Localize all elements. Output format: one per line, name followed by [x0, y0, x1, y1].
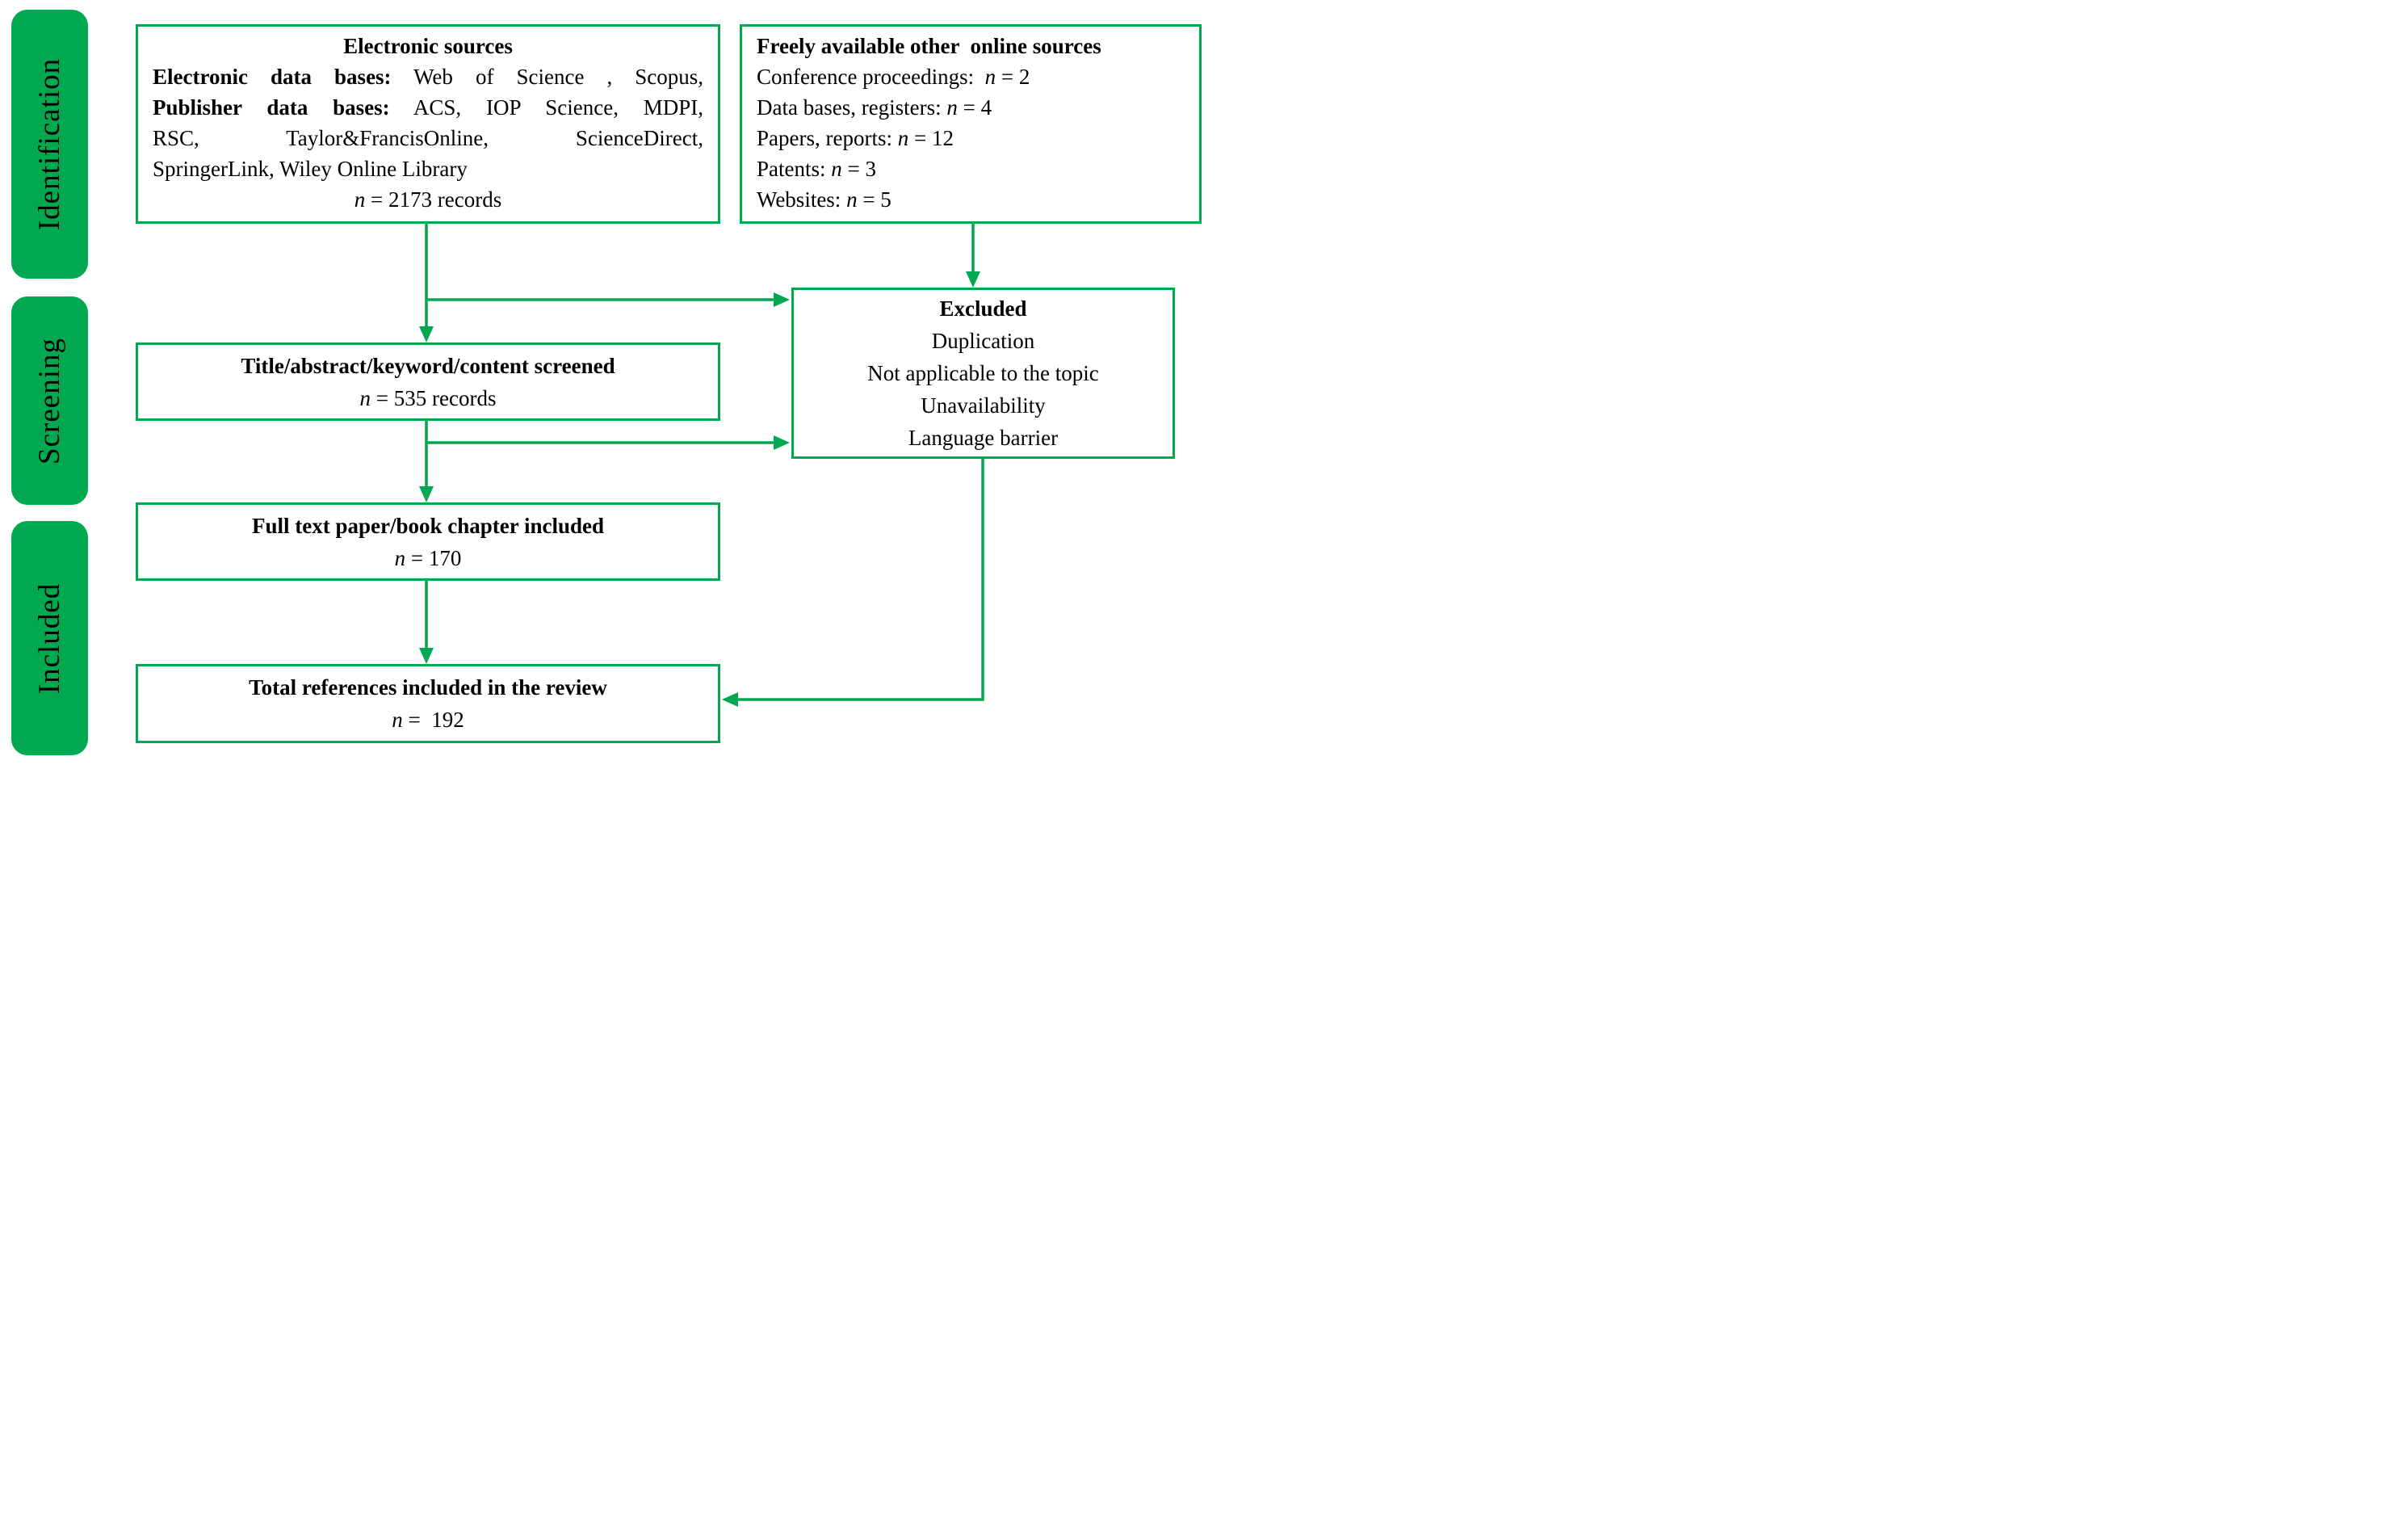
freely-item-databases-label: Data bases, registers:	[757, 95, 947, 120]
fulltext-count-value: = 170	[405, 545, 462, 570]
publisher-databases-label: Publisher data bases:	[153, 95, 390, 120]
freely-item-websites-count: = 5	[857, 187, 891, 212]
n-symbol: n	[354, 187, 366, 212]
prisma-flow-diagram: Identification Screening Included Electr…	[0, 0, 1204, 758]
box-screened: Title/abstract/keyword/content screened …	[136, 342, 720, 421]
freely-available-title: Freely available other online sources	[757, 34, 1101, 58]
freely-item-conference-label: Conference proceedings:	[757, 65, 985, 89]
freely-item-conference: Conference proceedings: n = 2	[757, 61, 1185, 92]
total-title: Total references included in the review	[249, 675, 607, 700]
freely-item-papers: Papers, reports: n = 12	[757, 123, 1185, 153]
stage-included-label: Included	[33, 582, 67, 694]
electronic-databases-list: Web of Science , Scopus,	[391, 65, 703, 89]
publisher-databases-line: Publisher data bases: ACS, IOP Science, …	[153, 92, 703, 123]
electronic-databases-line: Electronic data bases: Web of Science , …	[153, 61, 703, 92]
publisher-databases-line-2: RSC, Taylor&FrancisOnline, ScienceDirect…	[153, 126, 703, 150]
n-symbol: n	[946, 95, 958, 120]
stage-screening-label: Screening	[33, 337, 67, 464]
fulltext-count: n = 170	[138, 542, 718, 574]
freely-item-patents-count: = 3	[841, 157, 876, 181]
freely-item-websites-label: Websites:	[757, 187, 847, 212]
n-symbol: n	[359, 385, 371, 410]
electronic-databases-label: Electronic data bases:	[153, 65, 392, 89]
freely-item-databases: Data bases, registers: n = 4	[757, 92, 1185, 123]
stage-identification-label: Identification	[33, 57, 66, 231]
excluded-reason-duplication: Duplication	[931, 329, 1035, 353]
freely-item-websites: Websites: n = 5	[757, 184, 1185, 215]
screened-title: Title/abstract/keyword/content screened	[241, 353, 615, 378]
stage-included: Included	[11, 521, 88, 755]
freely-item-papers-count: = 12	[908, 126, 954, 150]
arrow-excluded-to-total	[736, 459, 984, 701]
freely-item-patents-label: Patents:	[757, 157, 832, 181]
stage-identification: Identification	[11, 10, 88, 279]
publisher-databases-list-1: ACS, IOP Science, MDPI,	[389, 95, 703, 120]
arrowhead-screening-to-excluded	[774, 435, 790, 450]
freely-item-patents: Patents: n = 3	[757, 153, 1185, 184]
stage-screening: Screening	[11, 296, 88, 505]
electronic-sources-count-value: = 2173 records	[365, 187, 502, 212]
n-symbol: n	[984, 65, 996, 89]
n-symbol: n	[394, 545, 406, 570]
arrowhead-identification-to-excluded	[774, 292, 790, 307]
fulltext-title: Full text paper/book chapter included	[251, 513, 605, 538]
screened-count-value: = 535 records	[371, 385, 497, 410]
screened-count: n = 535 records	[138, 382, 718, 414]
freely-item-papers-label: Papers, reports:	[757, 126, 898, 150]
total-count: n = 192	[138, 704, 718, 736]
arrowhead-excluded-to-total	[722, 692, 738, 707]
box-electronic-sources: Electronic sources Electronic data bases…	[136, 24, 720, 224]
n-symbol: n	[846, 187, 858, 212]
box-freely-available-sources: Freely available other online sources Co…	[740, 24, 1202, 224]
n-symbol: n	[831, 157, 842, 181]
n-symbol: n	[897, 126, 909, 150]
excluded-reason-language: Language barrier	[908, 426, 1059, 450]
publisher-databases-line-3: SpringerLink, Wiley Online Library	[153, 157, 468, 181]
n-symbol: n	[392, 708, 403, 732]
arrowhead-electronic-to-screened	[419, 326, 434, 342]
excluded-reason-not-applicable: Not applicable to the topic	[867, 361, 1099, 385]
box-excluded: Excluded Duplication Not applicable to t…	[791, 288, 1175, 459]
excluded-reason-unavailability: Unavailability	[921, 393, 1046, 418]
arrowhead-fulltext-to-total	[419, 648, 434, 664]
arrowhead-freely-to-excluded	[966, 271, 980, 288]
freely-item-databases-count: = 4	[957, 95, 992, 120]
box-total-references: Total references included in the review …	[136, 664, 720, 743]
total-count-value: = 192	[402, 708, 464, 732]
box-fulltext-included: Full text paper/book chapter included n …	[136, 502, 720, 581]
electronic-sources-count: n = 2173 records	[153, 184, 703, 215]
arrowhead-screened-to-fulltext	[419, 486, 434, 502]
freely-item-conference-count: = 2	[996, 65, 1030, 89]
excluded-title: Excluded	[939, 296, 1027, 321]
electronic-sources-title: Electronic sources	[343, 34, 513, 58]
